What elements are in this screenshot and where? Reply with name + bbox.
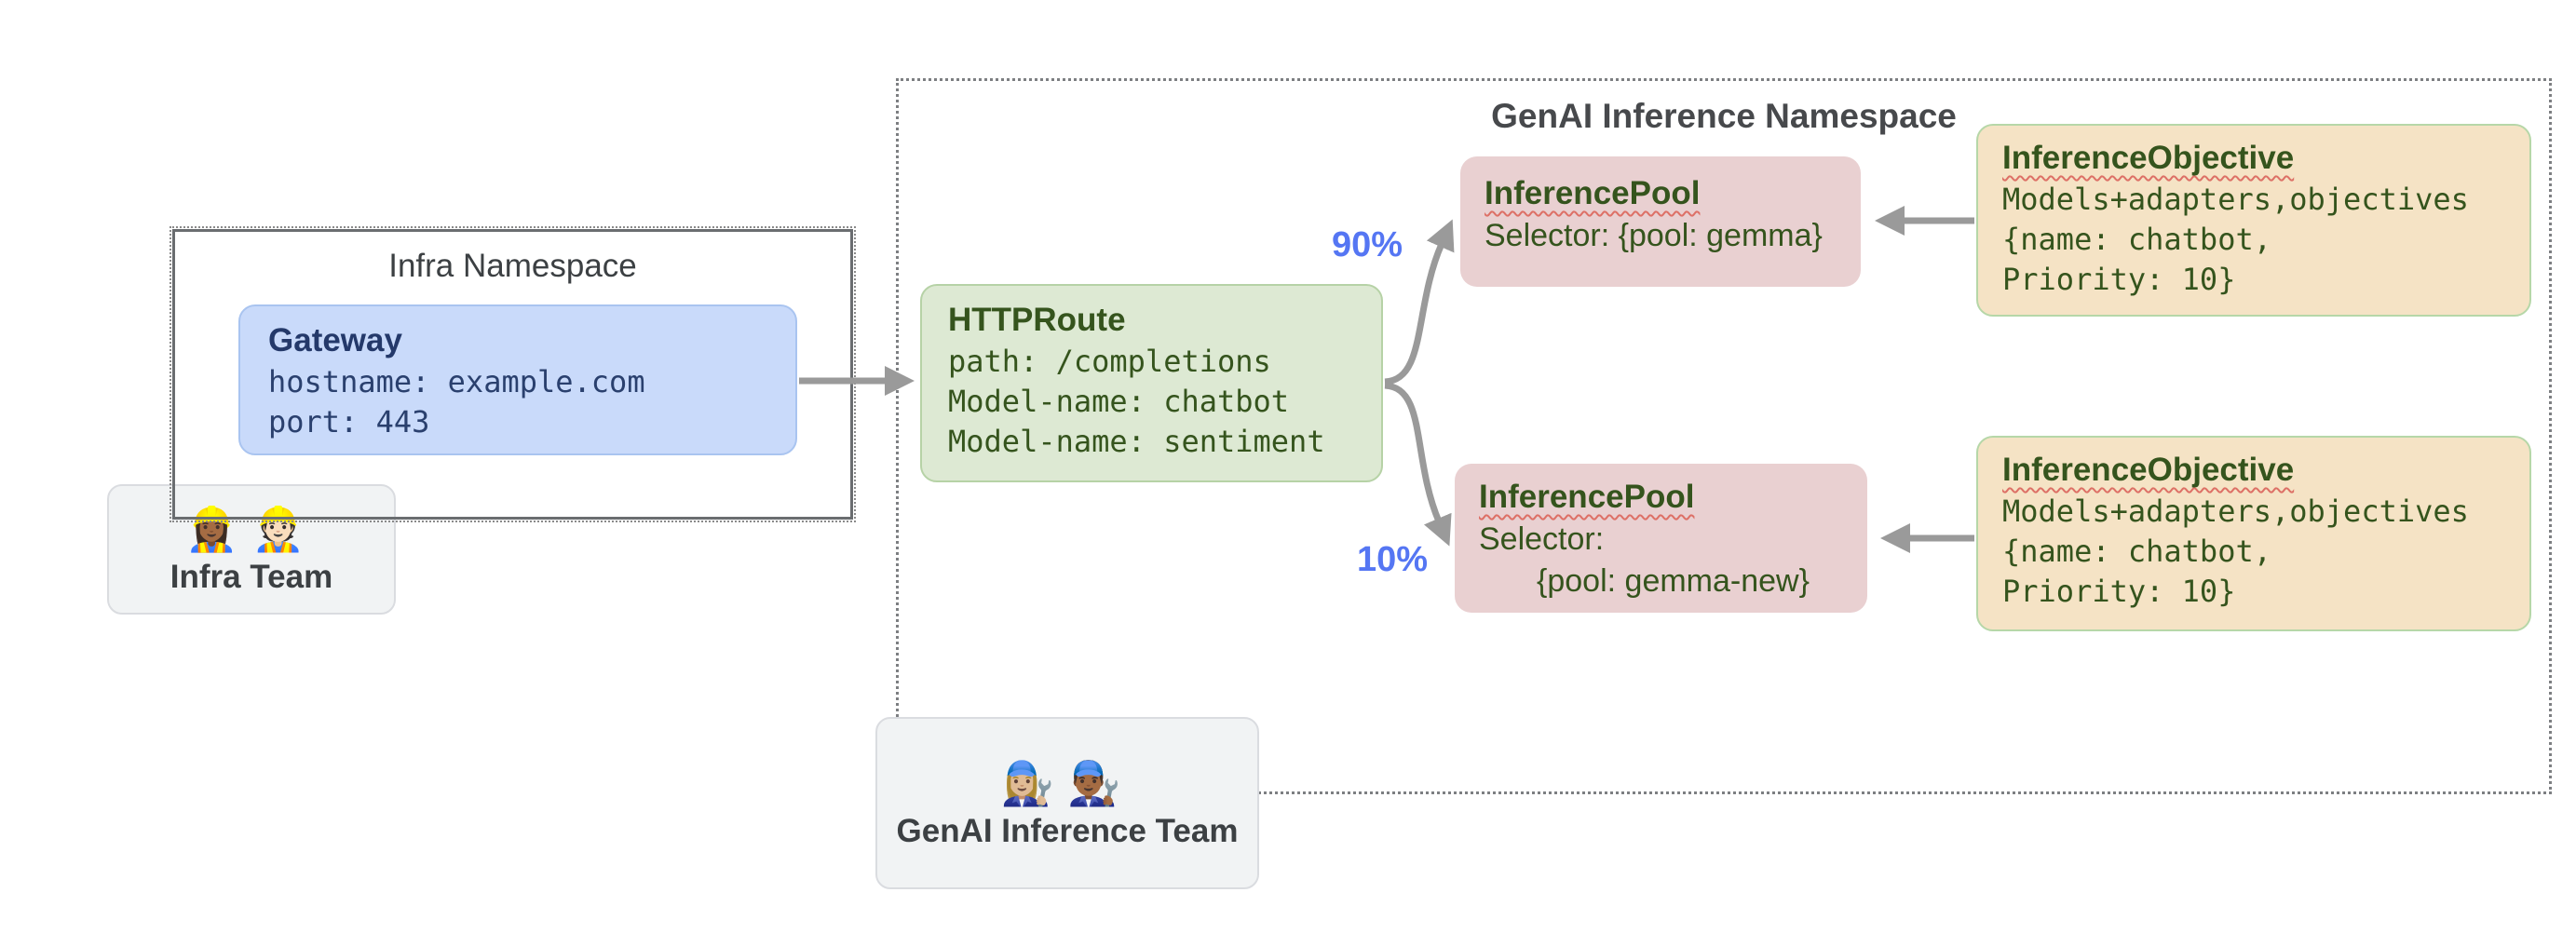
traffic-split-10-label: 10% <box>1356 540 1429 579</box>
httproute-card: HTTPRoute path: /completions Model-name:… <box>920 284 1383 482</box>
inference-objective-bottom-title: InferenceObjective <box>2002 452 2295 488</box>
gateway-title: Gateway <box>268 322 402 358</box>
gateway-hostname-line: hostname: example.com <box>268 364 645 399</box>
inference-objective-top-card: InferenceObjective Models+adapters,objec… <box>1976 124 2531 317</box>
httproute-path-line: path: /completions <box>948 344 1271 379</box>
httproute-title: HTTPRoute <box>948 302 1126 338</box>
infra-namespace-title: Infra Namespace <box>388 248 637 284</box>
genai-inference-team-box: 👩🏼‍🔧👨🏾‍🔧 GenAI Inference Team <box>875 717 1259 889</box>
genai-inference-namespace-box <box>896 78 2552 794</box>
construction-worker-woman-emoji: 👷🏾‍♀️ <box>184 505 251 553</box>
gateway-port-line: port: 443 <box>268 404 430 439</box>
inference-pool-gemma-new-title: InferencePool <box>1479 479 1695 515</box>
traffic-split-90-label: 90% <box>1331 225 1403 264</box>
inference-pool-gemma-card: InferencePool Selector: {pool: gemma} <box>1460 156 1861 287</box>
inference-objective-bottom-models-line: Models+adapters,objectives <box>2002 494 2469 529</box>
inference-pool-gemma-selector-line: Selector: {pool: gemma} <box>1485 218 1823 253</box>
genai-team-emojis: 👩🏼‍🔧👨🏾‍🔧 <box>1001 757 1134 809</box>
inference-pool-gemma-title: InferencePool <box>1485 175 1701 211</box>
infra-team-box: 👷🏾‍♀️👷🏻 Infra Team <box>107 484 396 615</box>
inference-objective-top-models-line: Models+adapters,objectives <box>2002 182 2469 217</box>
infra-team-label: Infra Team <box>169 559 333 595</box>
inference-objective-top-name-line: {name: chatbot, <box>2002 222 2271 257</box>
inference-objective-bottom-name-line: {name: chatbot, <box>2002 534 2271 569</box>
inference-pool-gemma-new-selector-line: Selector: <box>1479 521 1605 557</box>
inference-objective-top-title: InferenceObjective <box>2002 140 2295 176</box>
mechanic-woman-emoji: 👩🏼‍🔧 <box>1000 758 1067 807</box>
construction-worker-man-emoji: 👷🏻 <box>251 505 319 553</box>
inference-pool-gemma-new-card: InferencePool Selector: {pool: gemma-new… <box>1455 464 1867 613</box>
httproute-model-sentiment-line: Model-name: sentiment <box>948 424 1325 459</box>
gateway-card: Gateway hostname: example.com port: 443 <box>238 304 797 455</box>
infra-namespace-box <box>169 226 856 522</box>
inference-objective-bottom-card: InferenceObjective Models+adapters,objec… <box>1976 436 2531 631</box>
inference-objective-top-priority-line: Priority: 10} <box>2002 262 2236 297</box>
inference-objective-bottom-priority-line: Priority: 10} <box>2002 574 2236 609</box>
genai-team-label: GenAI Inference Team <box>896 812 1239 849</box>
inference-pool-gemma-new-selector-value-line: {pool: gemma-new} <box>1537 563 1810 599</box>
httproute-model-chatbot-line: Model-name: chatbot <box>948 384 1290 419</box>
infra-team-emojis: 👷🏾‍♀️👷🏻 <box>185 503 319 555</box>
mechanic-man-emoji: 👨🏾‍🔧 <box>1067 758 1134 807</box>
genai-inference-namespace-title: GenAI Inference Namespace <box>1491 97 1957 135</box>
